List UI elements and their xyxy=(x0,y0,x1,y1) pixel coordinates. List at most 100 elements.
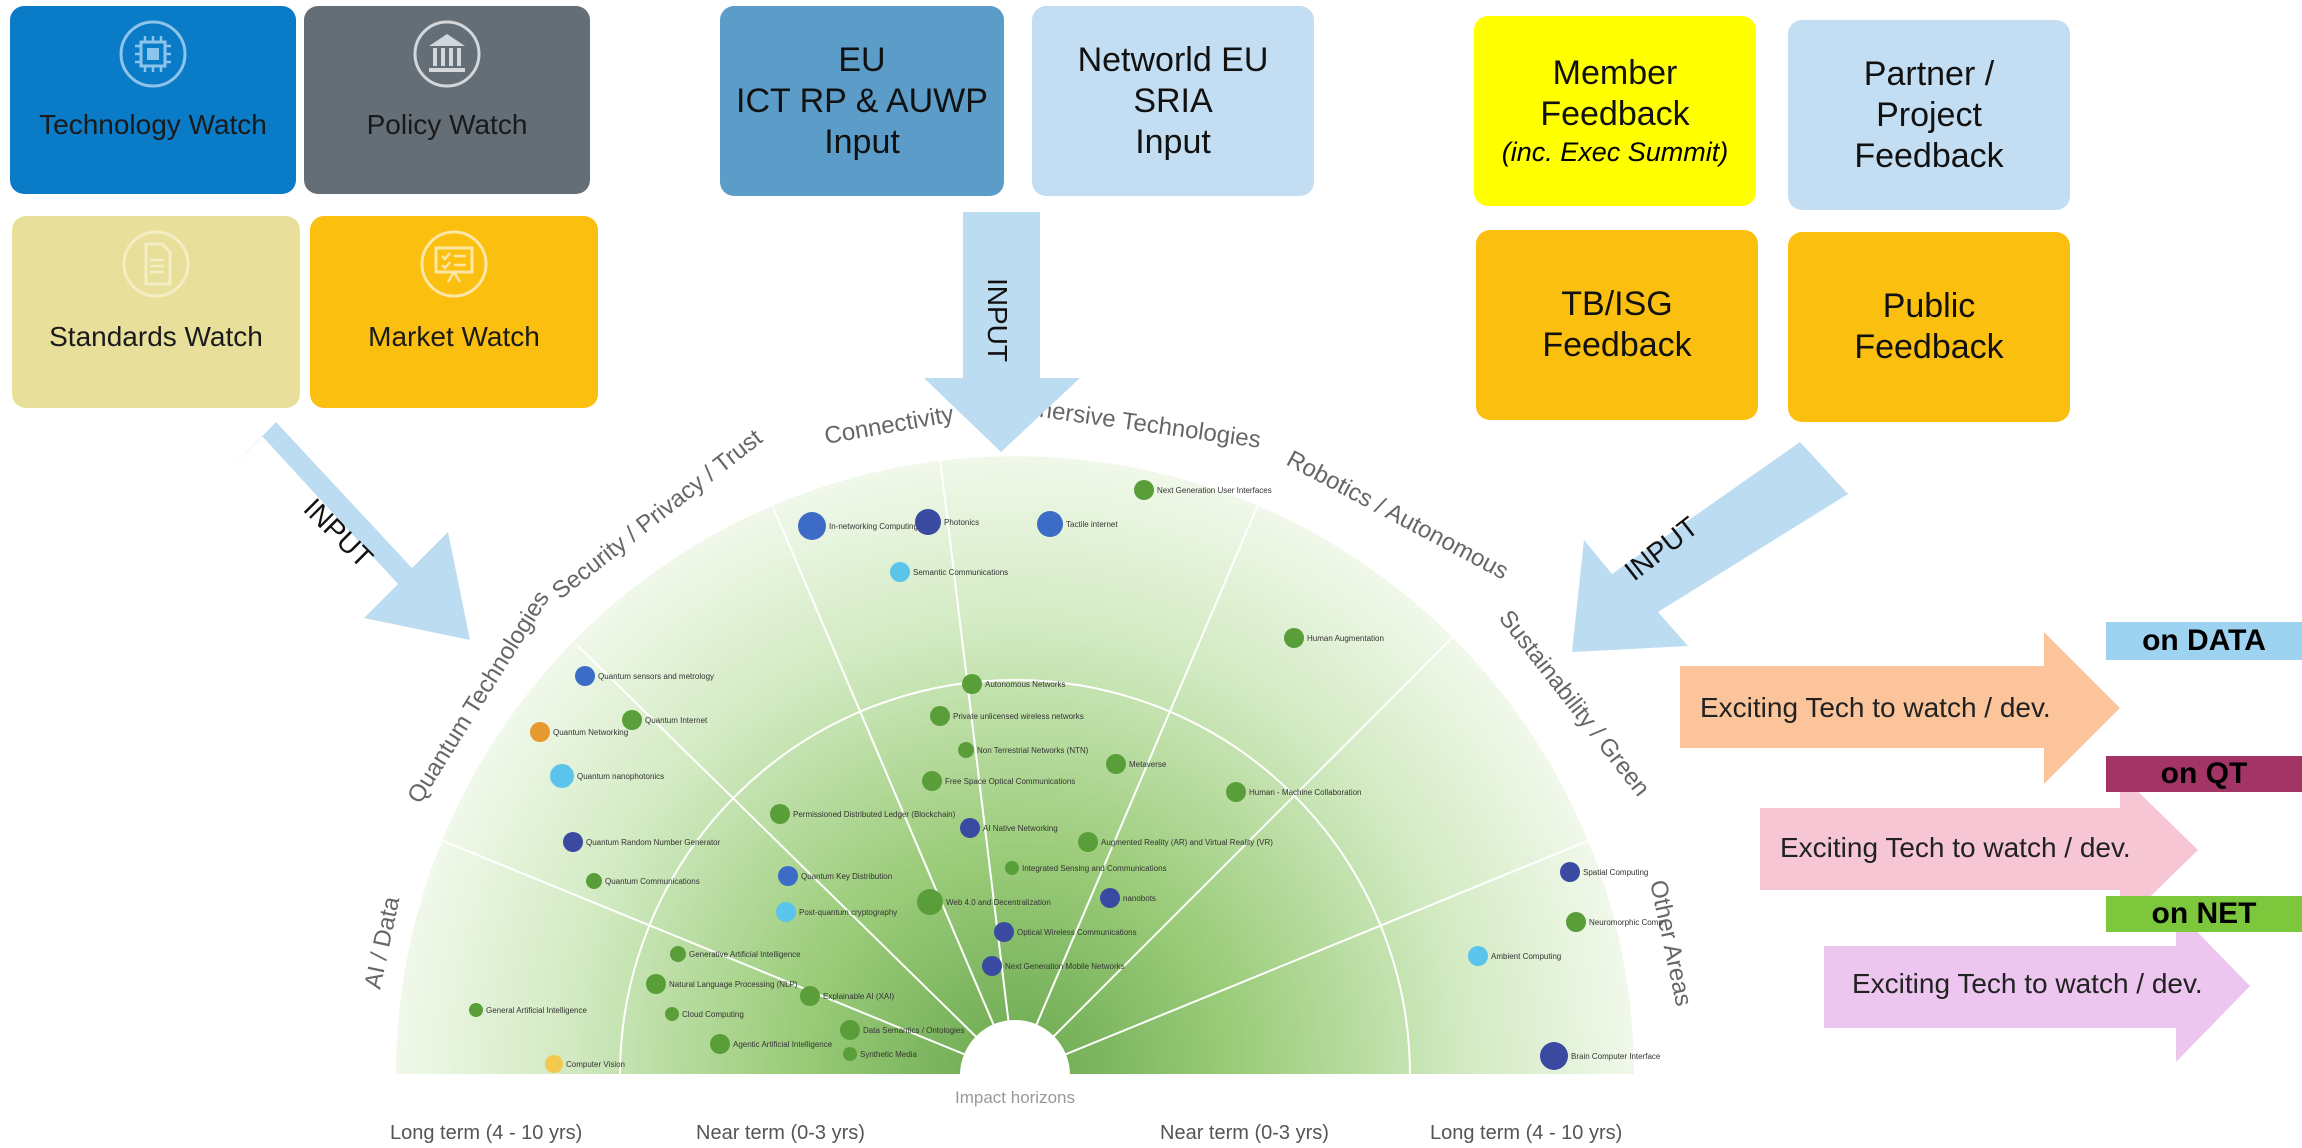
impact-horizons-label: Impact horizons xyxy=(955,1088,1075,1107)
radar-point xyxy=(1037,511,1063,537)
market-watch-box: Market Watch xyxy=(310,216,598,408)
radar-point-label: Next Generation User Interfaces xyxy=(1157,486,1272,495)
chip-icon xyxy=(119,20,187,88)
data-exciting-arrow xyxy=(1680,632,2120,784)
radar-point-label: AI Native Networking xyxy=(983,824,1058,833)
radar-point-label: Cloud Computing xyxy=(682,1010,744,1019)
radar-point-label: Quantum Communications xyxy=(605,877,700,886)
standards-watch-box: Standards Watch xyxy=(12,216,300,408)
radar-point xyxy=(665,1007,679,1021)
radar-point-label: Generative Artificial Intelligence xyxy=(689,950,801,959)
radar-point-label: Ambient Computing xyxy=(1491,952,1561,961)
radar-point xyxy=(710,1034,730,1054)
radar-point-label: Private unlicensed wireless networks xyxy=(953,712,1084,721)
net-exciting-arrow xyxy=(1824,910,2250,1062)
eu-input-line1: EU xyxy=(838,40,886,79)
radar-point xyxy=(800,986,820,1006)
radar-point xyxy=(550,764,574,788)
radar-point-label: Augmented Reality (AR) and Virtual Reali… xyxy=(1101,838,1273,847)
radar-point-label: Explainable AI (XAI) xyxy=(823,992,894,1001)
radar-point xyxy=(798,512,826,540)
radar-point-label: Non Terrestrial Networks (NTN) xyxy=(977,746,1089,755)
on-qt-tag: on QT xyxy=(2106,756,2302,792)
net-exciting-text: Exciting Tech to watch / dev. xyxy=(1852,968,2203,999)
presentation-icon xyxy=(420,230,488,298)
public-feedback-line1: Public xyxy=(1882,287,1976,325)
radar-point xyxy=(1284,628,1304,648)
radar-point xyxy=(960,818,980,838)
radar-point-label: Neuromorphic Comp xyxy=(1589,918,1663,927)
data-exciting-text: Exciting Tech to watch / dev. xyxy=(1700,692,2051,723)
eu-input-line2: ICT RP & AUWP xyxy=(736,81,988,120)
member-feedback-line2: Feedback xyxy=(1540,95,1690,133)
radar-point-label: In-networking Computing xyxy=(829,522,918,531)
radar-point-label: Semantic Communications xyxy=(913,568,1008,577)
radar-point xyxy=(575,666,595,686)
technology-watch-label: Technology Watch xyxy=(39,109,267,140)
document-icon xyxy=(122,230,190,298)
sector-label-connectivity: Connectivity xyxy=(822,401,955,450)
networld-input-line2: SRIA xyxy=(1133,81,1213,120)
horizon-label-3: Near term (0-3 yrs) xyxy=(1160,1122,1329,1144)
radar-point-label: Quantum Networking xyxy=(553,728,628,737)
center-arrow-label: INPUT xyxy=(982,278,1013,362)
radar-point xyxy=(962,674,982,694)
radar-point-label: Next Generation Mobile Networks xyxy=(1005,962,1125,971)
radar-point xyxy=(545,1055,563,1073)
radar-point xyxy=(843,1047,857,1061)
radar-point-label: Quantum Key Distribution xyxy=(801,872,892,881)
on-data-tag: on DATA xyxy=(2106,622,2302,660)
qt-exciting-arrow xyxy=(1760,774,2198,926)
radar-ring-inner xyxy=(960,1020,1070,1075)
radar-point-label: Human Augmentation xyxy=(1307,634,1384,643)
partner-feedback-box: Partner / Project Feedback xyxy=(1788,20,2070,210)
sector-label-other: Other Areas xyxy=(1644,878,1697,1009)
radar-ring-middle xyxy=(619,679,1411,1076)
left-input-arrow xyxy=(220,422,470,640)
partner-feedback-line2: Project xyxy=(1876,95,1982,134)
radar-point-label: Tactile internet xyxy=(1066,520,1118,529)
radar-point-label: Quantum nanophotonics xyxy=(577,772,664,781)
radar-point xyxy=(1005,861,1019,875)
radar-background xyxy=(395,455,1635,1075)
tb-feedback-line2: Feedback xyxy=(1542,326,1692,364)
radar-point-label: General Artificial Intelligence xyxy=(486,1006,587,1015)
eu-input-line3: Input xyxy=(824,122,900,161)
networld-input-line3: Input xyxy=(1135,122,1211,161)
radar-point-label: Metaverse xyxy=(1129,760,1167,769)
radar-point xyxy=(890,562,910,582)
radar-point xyxy=(917,889,943,915)
radar-point xyxy=(776,902,796,922)
public-feedback-line2: Feedback xyxy=(1854,328,2004,366)
radar-point xyxy=(982,956,1002,976)
radar-point xyxy=(930,706,950,726)
horizon-label-2: Near term (0-3 yrs) xyxy=(696,1122,865,1144)
policy-watch-label: Policy Watch xyxy=(366,109,528,140)
radar-point xyxy=(1540,1042,1568,1070)
member-feedback-line3: (inc. Exec Summit) xyxy=(1501,137,1729,167)
radar-point xyxy=(1560,862,1580,882)
radar-point xyxy=(1078,832,1098,852)
radar-point-label: Integrated Sensing and Communications xyxy=(1022,864,1167,873)
radar-point-label: Autonomous Networks xyxy=(985,680,1065,689)
horizon-label-1: Long term (4 - 10 yrs) xyxy=(390,1122,583,1144)
radar-point-label: Photonics xyxy=(944,518,979,527)
member-feedback-box: Member Feedback (inc. Exec Summit) xyxy=(1474,16,1756,206)
qt-exciting-text: Exciting Tech to watch / dev. xyxy=(1780,832,2131,863)
market-watch-label: Market Watch xyxy=(368,321,540,352)
radar-point xyxy=(994,922,1014,942)
radar-point xyxy=(586,873,602,889)
technology-watch-box: Technology Watch xyxy=(10,6,296,194)
radar-point-label: Data Semantics / Ontologies xyxy=(863,1026,964,1035)
radar-point-label: Quantum sensors and metrology xyxy=(598,672,714,681)
radar-point xyxy=(915,509,941,535)
radar-point-label: Free Space Optical Communications xyxy=(945,777,1075,786)
networld-input-box: Networld EU SRIA Input xyxy=(1032,6,1314,196)
radar-point xyxy=(1468,946,1488,966)
member-feedback-line1: Member xyxy=(1552,54,1678,92)
radar-point-label: Spatial Computing xyxy=(1583,868,1648,877)
partner-feedback-line1: Partner / xyxy=(1863,54,1995,93)
radar-point-label: Web 4.0 and Decentralization xyxy=(946,898,1051,907)
